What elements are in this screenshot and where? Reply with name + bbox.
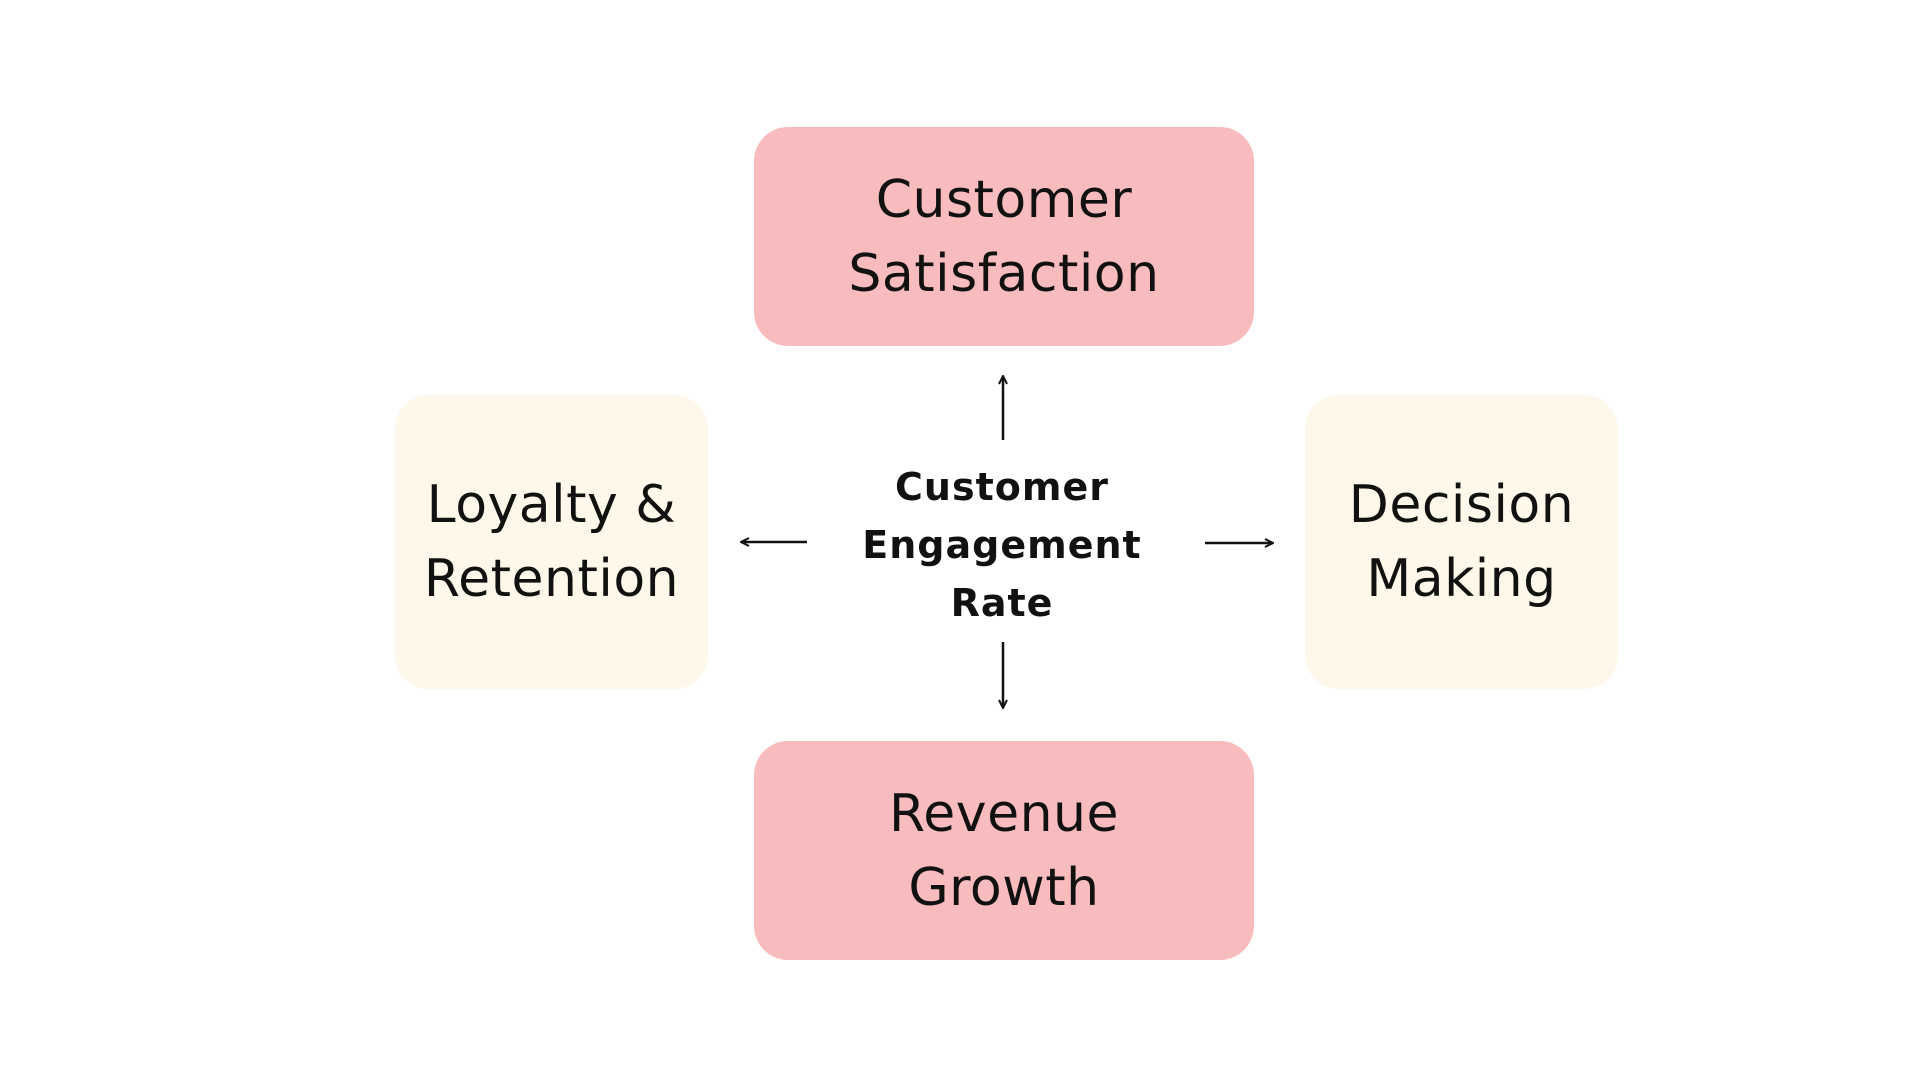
node-customer-satisfaction: Customer Satisfaction	[754, 127, 1254, 346]
node-label: Loyalty & Retention	[423, 475, 680, 609]
node-loyalty-retention: Loyalty & Retention	[395, 395, 708, 689]
node-revenue-growth: Revenue Growth	[754, 741, 1254, 960]
node-decision-making: Decision Making	[1305, 395, 1618, 689]
center-label: Customer Engagement Rate	[862, 465, 1142, 625]
node-label: Customer Satisfaction	[848, 169, 1160, 304]
node-label: Decision Making	[1348, 475, 1575, 609]
node-label: Revenue Growth	[889, 783, 1119, 918]
